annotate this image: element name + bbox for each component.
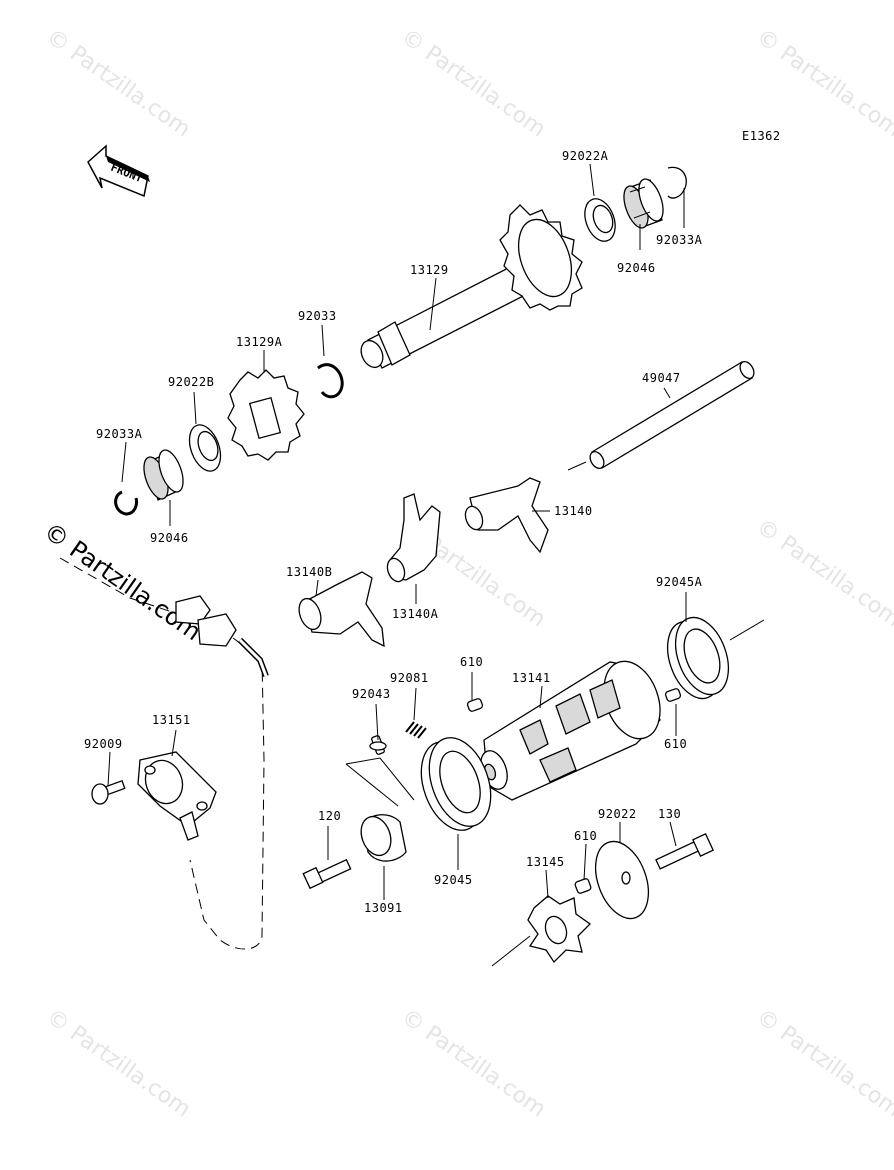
watermark-layer: © Partzilla.com © Partzilla.com © Partzi… xyxy=(39,24,894,1122)
shift-drum-13141 xyxy=(480,660,661,801)
shift-rod-49047 xyxy=(567,360,755,471)
part-labels: 13129 92022A 92033A 92046 92033 13129A 9… xyxy=(84,149,703,915)
watermark-text: © Partzilla.com xyxy=(752,24,894,142)
label-92043: 92043 xyxy=(352,687,391,701)
label-92033a-top: 92033A xyxy=(656,233,703,247)
pin-610-c xyxy=(574,878,592,894)
pin-92043 xyxy=(369,735,387,755)
label-610-a: 610 xyxy=(460,655,483,669)
circlip-92033a-left xyxy=(114,490,138,516)
cam-13091 xyxy=(360,814,407,862)
label-13140: 13140 xyxy=(554,504,593,518)
label-130: 130 xyxy=(658,807,681,821)
pin-610-b xyxy=(664,688,682,702)
gear-13129a xyxy=(227,369,305,461)
wire-harness xyxy=(59,557,269,950)
diagram-code: E1362 xyxy=(742,129,781,143)
label-13141: 13141 xyxy=(512,671,551,685)
circlip-92033 xyxy=(317,363,344,399)
spring-92081 xyxy=(405,721,427,739)
front-arrow-icon: FRONT xyxy=(87,144,150,198)
pin-610-a xyxy=(466,698,484,712)
label-610-b: 610 xyxy=(664,737,687,751)
bearing-92046-top xyxy=(623,178,664,229)
label-92022: 92022 xyxy=(598,807,637,821)
watermark-text: © Partzilla.com xyxy=(42,24,195,142)
shift-fork-13140 xyxy=(464,477,549,554)
bolt-130 xyxy=(655,833,715,870)
bearing-92046-left xyxy=(143,449,184,501)
label-92033: 92033 xyxy=(298,309,337,323)
bolt-120 xyxy=(302,858,352,890)
label-610-c: 610 xyxy=(574,829,597,843)
label-13129: 13129 xyxy=(410,263,449,277)
label-13129a: 13129A xyxy=(236,335,283,349)
label-13151: 13151 xyxy=(152,713,191,727)
label-13145: 13145 xyxy=(526,855,565,869)
sensor-13151 xyxy=(137,751,217,841)
bearing-92045a xyxy=(666,616,730,700)
screw-92009 xyxy=(91,779,126,805)
label-13091: 13091 xyxy=(364,901,403,915)
washer-92022 xyxy=(594,840,650,920)
shaft-13129 xyxy=(360,204,583,369)
watermark-text: © Partzilla.com xyxy=(752,514,894,632)
washer-92022a xyxy=(584,198,616,242)
watermark-text: © Partzilla.com xyxy=(397,24,550,142)
label-92045: 92045 xyxy=(434,873,473,887)
label-92081: 92081 xyxy=(390,671,429,685)
label-120: 120 xyxy=(318,809,341,823)
label-92046-left: 92046 xyxy=(150,531,189,545)
label-13140a: 13140A xyxy=(392,607,439,621)
label-13140b: 13140B xyxy=(286,565,332,579)
label-49047: 49047 xyxy=(642,371,681,385)
washer-92022b xyxy=(188,424,222,472)
shift-fork-13140b xyxy=(298,571,385,648)
label-92022b: 92022B xyxy=(168,375,214,389)
label-92009: 92009 xyxy=(84,737,123,751)
leader-lines xyxy=(107,163,687,900)
label-92033a-left: 92033A xyxy=(96,427,143,441)
watermark-text: © Partzilla.com xyxy=(42,1004,195,1122)
watermark-text: © Partzilla.com xyxy=(752,1004,894,1122)
label-92045a: 92045A xyxy=(656,575,703,589)
shift-fork-13140a xyxy=(386,493,441,583)
bearing-92045 xyxy=(420,737,492,831)
label-92046-top: 92046 xyxy=(617,261,656,275)
star-plate-13145 xyxy=(527,895,592,964)
label-92022a: 92022A xyxy=(562,149,609,163)
watermark-text: © Partzilla.com xyxy=(397,1004,550,1122)
